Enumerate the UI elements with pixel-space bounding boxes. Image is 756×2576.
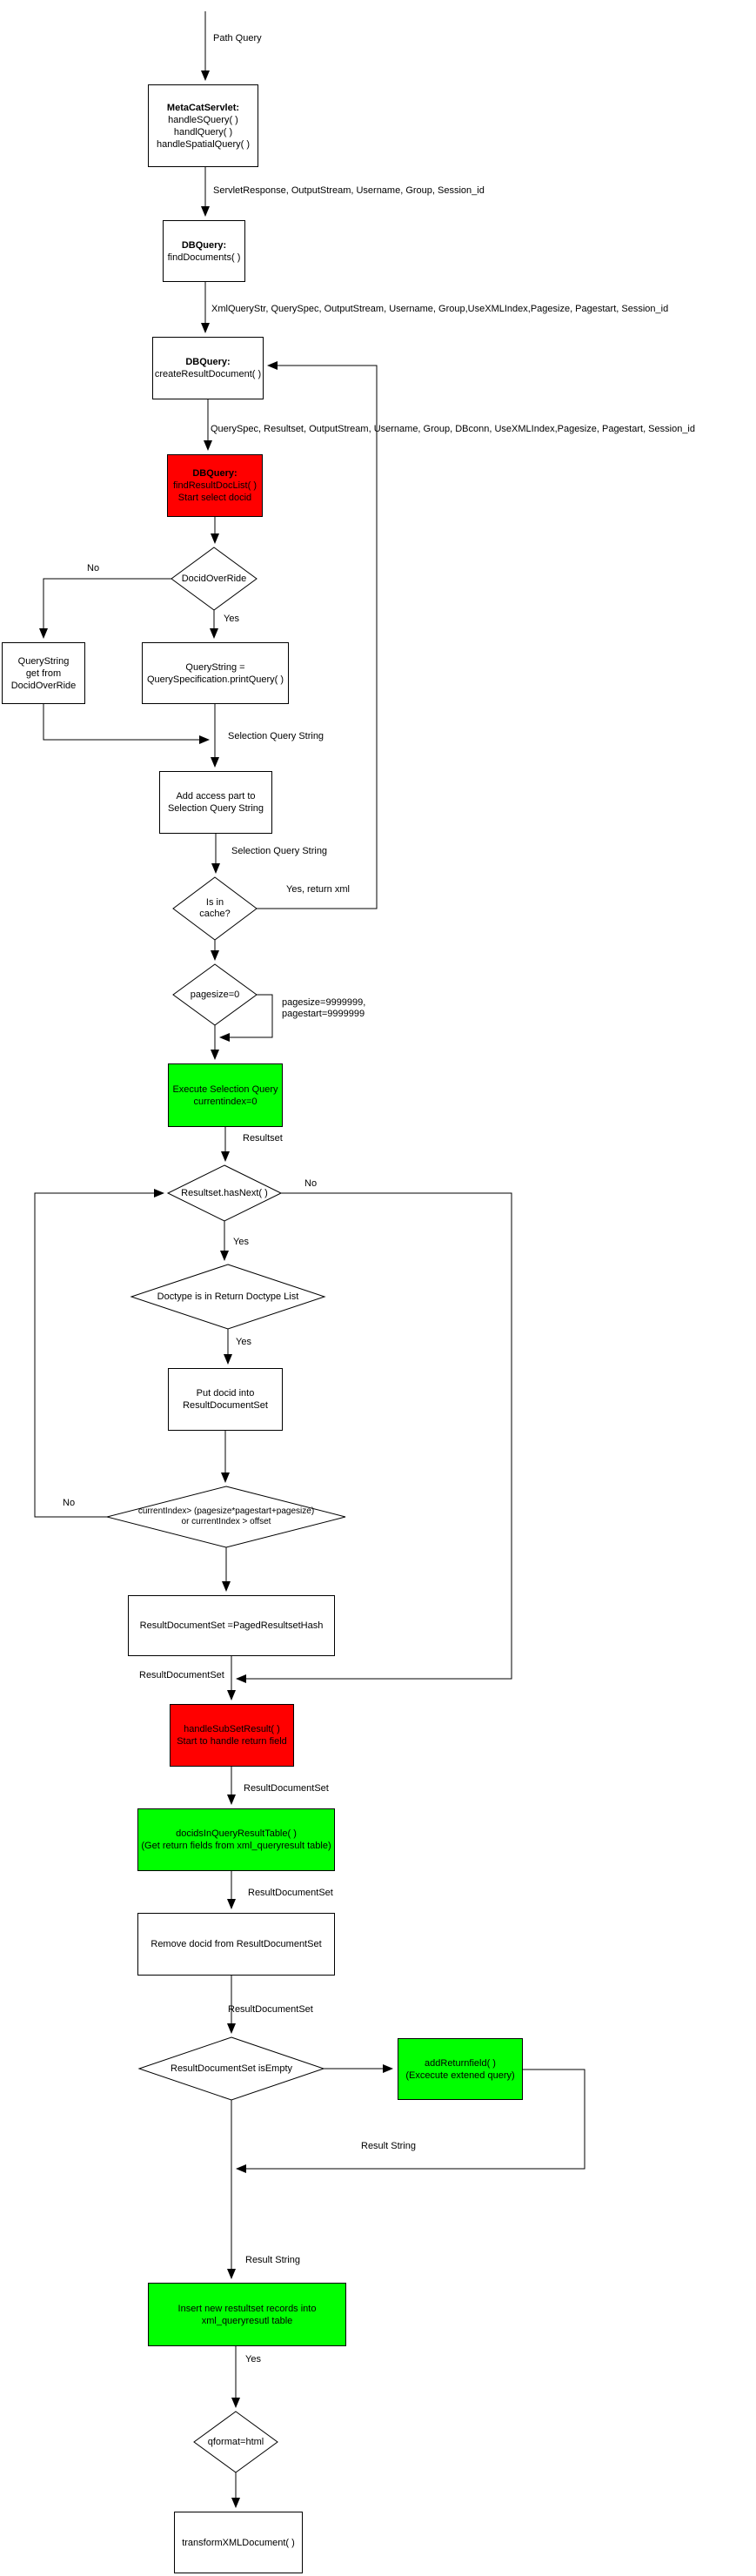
node-title: DBQuery:: [181, 239, 227, 251]
edge-label-resultdocumentset-4: ResultDocumentSet: [228, 2004, 313, 2015]
decision-pagesize-zero-shape: [172, 963, 258, 1026]
decision-is-in-cache-shape: [172, 876, 258, 941]
node-remove-docid: Remove docid from ResultDocumentSet: [137, 1913, 335, 1976]
edge-label-selection-query-string-merge: Selection Query String: [228, 731, 324, 741]
edge-label-yes-insert: Yes: [245, 2354, 261, 2365]
node-transform-xml-document: transformXMLDocument( ): [174, 2512, 303, 2573]
node-handle-subset-result: handleSubSetResult( ) Start to handle re…: [170, 1704, 294, 1767]
decision-isempty-shape: [137, 2036, 325, 2101]
edge-label-servlet-response: ServletResponse, OutputStream, Username,…: [213, 185, 485, 196]
node-body: QueryString = QuerySpecification.printQu…: [146, 661, 284, 685]
node-body: Remove docid from ResultDocumentSet: [151, 1939, 322, 1949]
node-body: createResultDocument( ): [154, 369, 262, 379]
decision-currentindex-shape: [106, 1486, 346, 1548]
node-body: addReturnfield( ) (Excecute extened quer…: [405, 2057, 515, 2081]
decision-docid-override-label: DocidOverRide: [181, 573, 247, 584]
decision-isempty-label: ResultDocumentSet isEmpty: [171, 2063, 292, 2074]
node-docids-in-query-result-table: docidsInQueryResultTable( ) (Get return …: [137, 1808, 335, 1871]
edge-label-resultset: Resultset: [243, 1133, 283, 1144]
edge-label-result-string-main: Result String: [245, 2255, 300, 2265]
edge-label-xml-query-str: XmlQueryStr, QuerySpec, OutputStream, Us…: [211, 304, 669, 314]
decision-hasnext-shape: [166, 1164, 283, 1222]
node-insert-resultset: Insert new restultset records into xml_q…: [148, 2283, 346, 2346]
edge-label-result-string-loop: Result String: [361, 2141, 416, 2151]
edge-label-yes-docid-override: Yes: [224, 614, 239, 624]
decision-doctype-shape: [130, 1264, 326, 1330]
node-title: DBQuery:: [185, 357, 231, 367]
decision-qformat-shape: [193, 2411, 278, 2473]
edge-label-selection-query-string-2: Selection Query String: [231, 846, 328, 856]
node-add-access-part: Add access part to Selection Query Strin…: [159, 771, 272, 834]
node-find-documents: DBQuery: findDocuments( ): [163, 220, 245, 282]
node-body: Add access part to Selection Query Strin…: [167, 791, 264, 814]
edge-label-yes-hasnext: Yes: [233, 1237, 249, 1247]
edge-label-pagesize-branch: pagesize=9999999, pagestart=9999999: [282, 997, 366, 1019]
node-put-docid: Put docid into ResultDocumentSet: [168, 1368, 283, 1431]
node-body: QueryString get from DocidOverRide: [10, 655, 77, 691]
edge-label-path-query: Path Query: [213, 33, 262, 44]
decision-doctype-label: Doctype is in Return Doctype List: [157, 1291, 299, 1302]
node-body: ResultDocumentSet =PagedResultsetHash: [139, 1620, 324, 1631]
node-body: handleSubSetResult( ) Start to handle re…: [177, 1724, 287, 1747]
decision-hasnext-label: Resultset.hasNext( ): [181, 1187, 268, 1198]
node-body: transformXMLDocument( ): [182, 2537, 295, 2548]
edge-label-query-spec: QuerySpec, Resultset, OutputStream, User…: [211, 424, 695, 434]
decision-currentindex-label: currentIndex> (pagesize*pagestart+pagesi…: [137, 1506, 315, 1526]
node-body: docidsInQueryResultTable( ) (Get return …: [141, 1828, 331, 1851]
decision-is-in-cache-label: Is in cache?: [199, 897, 231, 919]
node-body: findDocuments( ): [167, 252, 241, 263]
decision-pagesize-zero-label: pagesize=0: [190, 989, 240, 1000]
node-metacatservlet: MetaCatServlet: handleSQuery( ) handlQue…: [148, 84, 258, 167]
node-paged-resultset-hash: ResultDocumentSet =PagedResultsetHash: [128, 1595, 335, 1656]
node-find-result-doc-list: DBQuery: findResultDocList( ) Start sele…: [167, 454, 263, 517]
edge-label-no-hasnext: No: [304, 1178, 318, 1189]
edge-label-yes-doctype: Yes: [236, 1337, 251, 1347]
node-body: handleSQuery( ) handlQuery( ) handleSpat…: [156, 114, 250, 150]
edge-label-no-docid-override: No: [87, 563, 100, 574]
decision-qformat-label: qformat=html: [207, 2436, 264, 2447]
decision-docid-override-shape: [171, 547, 258, 611]
node-querystring-printquery: QueryString = QuerySpecification.printQu…: [142, 642, 289, 704]
edge-label-no-currentindex: No: [63, 1498, 76, 1508]
node-add-returnfield: addReturnfield( ) (Excecute extened quer…: [398, 2038, 523, 2100]
edge-label-resultdocumentset-2: ResultDocumentSet: [244, 1783, 329, 1794]
node-execute-selection-query: Execute Selection Query currentindex=0: [168, 1063, 283, 1127]
node-querystring-from-override: QueryString get from DocidOverRide: [2, 642, 85, 704]
node-body: Put docid into ResultDocumentSet: [183, 1388, 268, 1411]
edge-label-resultdocumentset-3: ResultDocumentSet: [248, 1888, 333, 1898]
edge-label-resultdocumentset-1: ResultDocumentSet: [139, 1670, 224, 1680]
node-title: MetaCatServlet:: [166, 102, 240, 113]
node-body: findResultDocList( ) Start select docid: [173, 480, 257, 503]
edge-label-yes-return-xml: Yes, return xml: [286, 884, 350, 895]
node-body: Insert new restultset records into xml_q…: [177, 2303, 317, 2326]
node-title: DBQuery:: [192, 468, 238, 479]
node-body: Execute Selection Query currentindex=0: [172, 1083, 278, 1107]
node-create-result-document: DBQuery: createResultDocument( ): [152, 337, 264, 399]
